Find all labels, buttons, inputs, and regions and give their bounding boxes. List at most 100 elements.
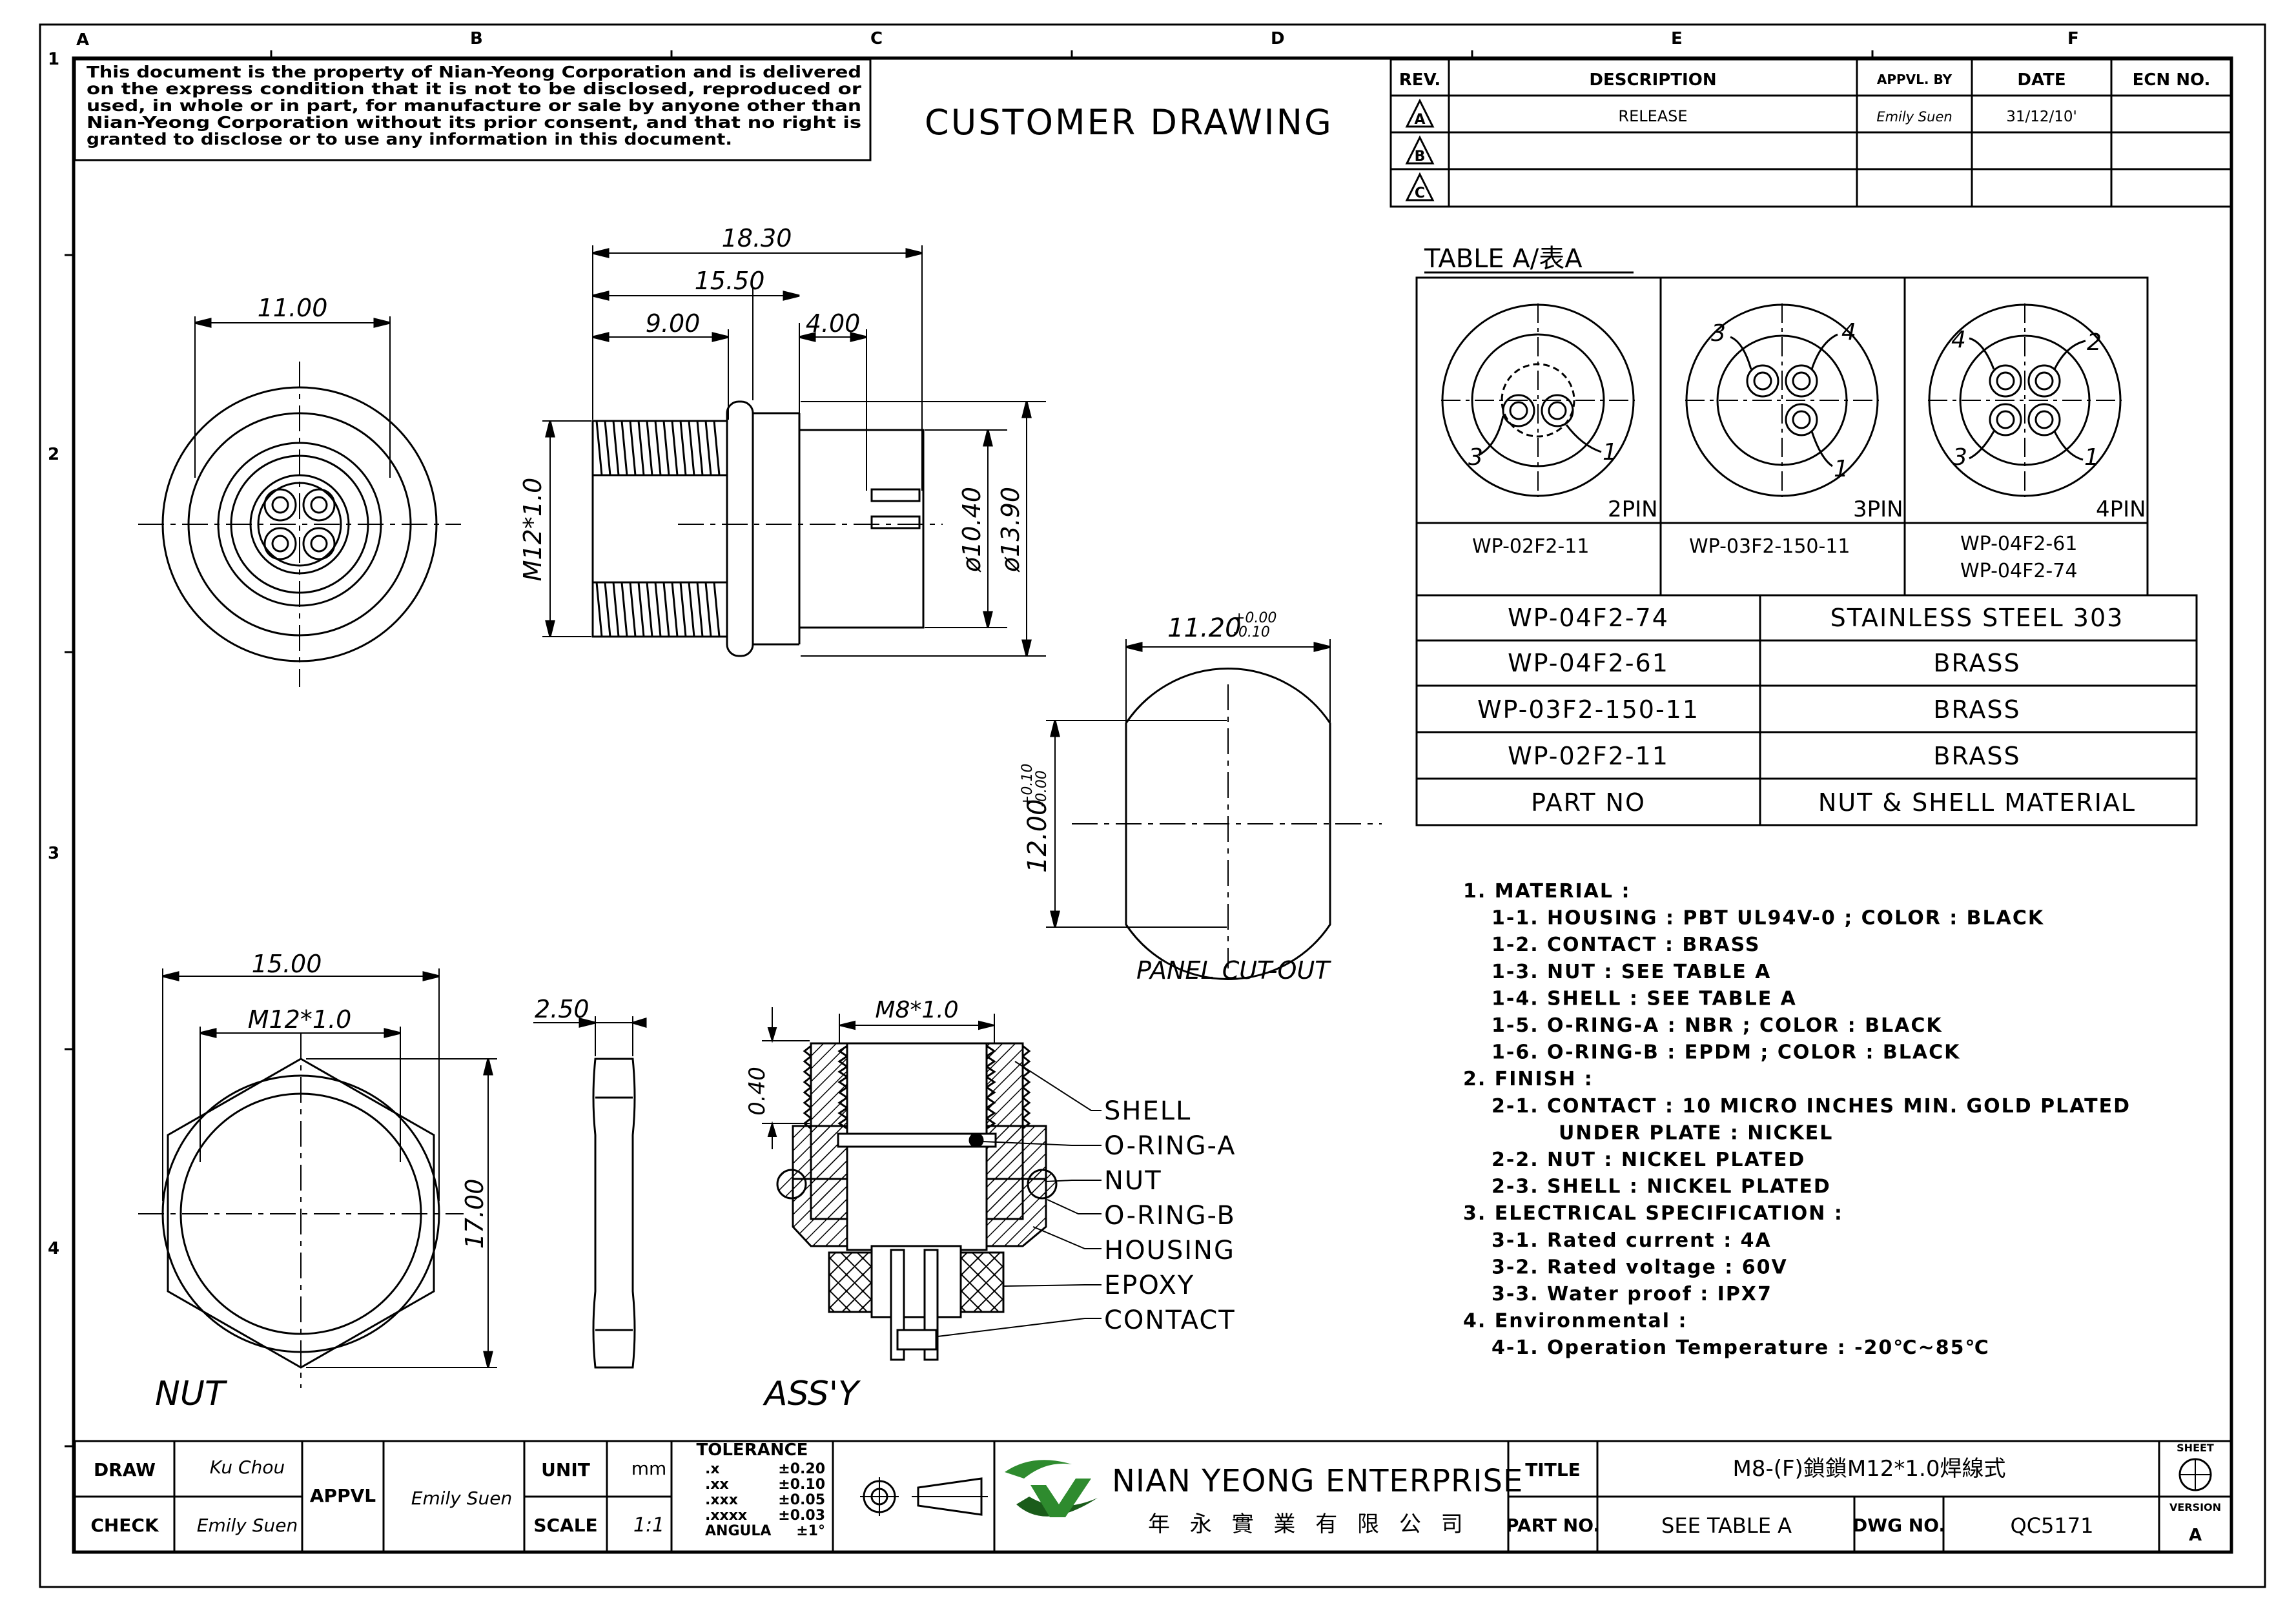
dim-side-thread: M12*1.0	[518, 478, 547, 582]
table-a-pin-grid	[1415, 276, 2149, 595]
dim-nut-thread: M12*1.0	[248, 1005, 352, 1034]
tolerance-title: TOLERANCE	[697, 1440, 808, 1460]
note-line: 3-1. Rated current : 4A	[1491, 1229, 1772, 1252]
note-line: 3-3. Water proof : IPX7	[1491, 1283, 1772, 1305]
nut-dims: 15.00 M12*1.0 17.00 NUT	[155, 950, 489, 1413]
material-row-material: STAINLESS STEEL 303	[1830, 604, 2124, 632]
sheet-label: SHEET	[2177, 1442, 2214, 1454]
title-value: M8-(F)鎖鎖M12*1.0焊線式	[1733, 1456, 2006, 1482]
nut-front-view	[138, 968, 497, 1388]
page-title: CUSTOMER DRAWING	[925, 102, 1333, 143]
partno-label: PART NO.	[1506, 1515, 1600, 1536]
note-line: 1-2. CONTACT : BRASS	[1491, 934, 1760, 956]
dim-nut-w: 15.00	[252, 950, 322, 978]
rev-c: C	[1415, 185, 1425, 201]
title-block	[74, 1440, 2233, 1553]
table-a-title: TABLE A/表A	[1424, 244, 1583, 274]
note-line: 4-1. Operation Temperature : -20℃~85℃	[1491, 1336, 1990, 1359]
version-value: A	[2189, 1526, 2202, 1545]
notes-block: 1. MATERIAL : 1-1. HOUSING : PBT UL94V-0 …	[1463, 880, 2129, 1359]
callout-shell: SHELL	[1104, 1096, 1191, 1126]
nut-view-label: NUT	[155, 1375, 228, 1413]
nut-side-view	[533, 1016, 647, 1369]
company-name: NIAN YEONG ENTERPRISE 年 永 實 業 有 限 公 司	[1112, 1463, 1523, 1537]
note-line: 1-1. HOUSING : PBT UL94V-0 ; COLOR : BLA…	[1491, 907, 2044, 930]
assembly-leaders	[762, 1007, 1102, 1337]
pin-label: 4	[1951, 327, 1966, 353]
zone-row-4: 4	[48, 1239, 59, 1258]
note-line: 1-6. O-RING-B : EPDM ; COLOR : BLACK	[1491, 1041, 1960, 1064]
material-table	[1415, 594, 2198, 826]
side-view-threads	[595, 420, 721, 637]
dim-cut-w-tol-up: +0.00	[1233, 610, 1276, 626]
material-row-material: BRASS	[1933, 695, 2020, 724]
panel-cutout-label: PANEL CUT-OUT	[1136, 956, 1331, 985]
front-view	[138, 316, 461, 687]
unit-value: mm	[631, 1458, 667, 1479]
tolerance-value: ±0.03	[778, 1508, 825, 1524]
assembly-callouts: SHELL O-RING-A NUT O-RING-B HOUSING EPOX…	[1104, 1096, 1236, 1335]
company-name-en: NIAN YEONG ENTERPRISE	[1112, 1463, 1523, 1499]
side-dims: 18.30 15.50 9.00 4.00 M12*1.0 ø10.40 ø13…	[518, 224, 1025, 581]
panel-cutout	[1046, 639, 1382, 980]
note-line: 1-3. NUT : SEE TABLE A	[1491, 961, 1771, 983]
pin-label: 3	[1711, 320, 1726, 347]
pin-count-4: 4PIN	[2096, 496, 2146, 522]
material-footer-part: PART NO	[1531, 788, 1646, 817]
note-line: 1-5. O-RING-A : NBR ; COLOR : BLACK	[1491, 1014, 1943, 1037]
material-row-part: WP-04F2-74	[1508, 604, 1669, 632]
rev-a: A	[1414, 112, 1425, 128]
side-view	[542, 245, 1046, 657]
dwgno-label: DWG NO.	[1852, 1515, 1945, 1536]
callout-nut: NUT	[1104, 1166, 1162, 1196]
callout-epoxy: EPOXY	[1104, 1271, 1194, 1300]
zone-col-b: B	[470, 29, 483, 48]
note-line: 2. FINISH :	[1463, 1068, 1594, 1090]
zone-row-1: 1	[48, 50, 59, 69]
material-row-part: WP-03F2-150-11	[1477, 695, 1699, 724]
pin-label: 1	[1834, 456, 1849, 482]
table-a-variant-labels: 2PIN 3PIN 4PIN WP-02F2-11 WP-03F2-150-11…	[1472, 496, 2146, 582]
assembly-view	[776, 1042, 1058, 1361]
draw-value: Ku Chou	[210, 1457, 285, 1478]
assembly-dims: M8*1.0 0.40 ASS'Y	[744, 997, 959, 1413]
dim-dia-10: ø10.40	[958, 487, 986, 573]
note-line: 1-4. SHELL : SEE TABLE A	[1491, 987, 1797, 1010]
dim-nut-t: 2.50	[535, 995, 589, 1023]
unit-label: UNIT	[541, 1459, 590, 1480]
dim-nut-h: 17.00	[460, 1179, 489, 1249]
scale-value: 1:1	[633, 1514, 664, 1537]
rev-a-appvl: Emily Suen	[1876, 109, 1952, 125]
note-line: 3. ELECTRICAL SPECIFICATION :	[1463, 1202, 1843, 1225]
partno-value: SEE TABLE A	[1661, 1513, 1792, 1538]
tolerance-key: .xxx	[705, 1492, 738, 1508]
callout-contact: CONTACT	[1104, 1305, 1236, 1335]
tolerance-value: ±0.05	[778, 1492, 825, 1508]
zone-row-3: 3	[48, 844, 59, 863]
zone-letters: A B C D E F 1 2 3 4	[48, 29, 2079, 1258]
note-line: 2-2. NUT : NICKEL PLATED	[1491, 1149, 1805, 1171]
dim-cut-h-tol-up: +0.10	[1020, 764, 1036, 807]
dim-overall-len: 18.30	[722, 224, 792, 252]
title-label: TITLE	[1525, 1459, 1581, 1480]
tolerance-value: ±0.20	[778, 1461, 825, 1477]
version-label: VERSION	[2169, 1501, 2221, 1513]
draw-label: DRAW	[94, 1459, 156, 1480]
material-row-material: BRASS	[1933, 649, 2020, 677]
material-table-text: WP-04F2-74 STAINLESS STEEL 303 WP-04F2-6…	[1477, 604, 2135, 817]
zone-col-f: F	[2067, 29, 2079, 48]
rev-b: B	[1415, 148, 1426, 165]
pin-label: 1	[1603, 439, 1617, 466]
note-line: 3-2. Rated voltage : 60V	[1491, 1256, 1788, 1278]
pin-label: 2	[2087, 329, 2102, 356]
rev-a-date: 31/12/10'	[2006, 108, 2077, 125]
company-logo	[1005, 1460, 1098, 1517]
dim-cut-w: 11.20	[1167, 613, 1242, 643]
rev-header: REV.	[1399, 70, 1440, 90]
ecn-header: ECN NO.	[2133, 70, 2211, 90]
callout-o-ring-a: O-RING-A	[1104, 1131, 1236, 1161]
disclaimer-line: granted to disclose or to use any inform…	[87, 130, 732, 148]
zone-marks	[65, 50, 1874, 1448]
note-line: 1. MATERIAL :	[1463, 880, 1630, 903]
pin-label: 4	[1841, 319, 1856, 345]
